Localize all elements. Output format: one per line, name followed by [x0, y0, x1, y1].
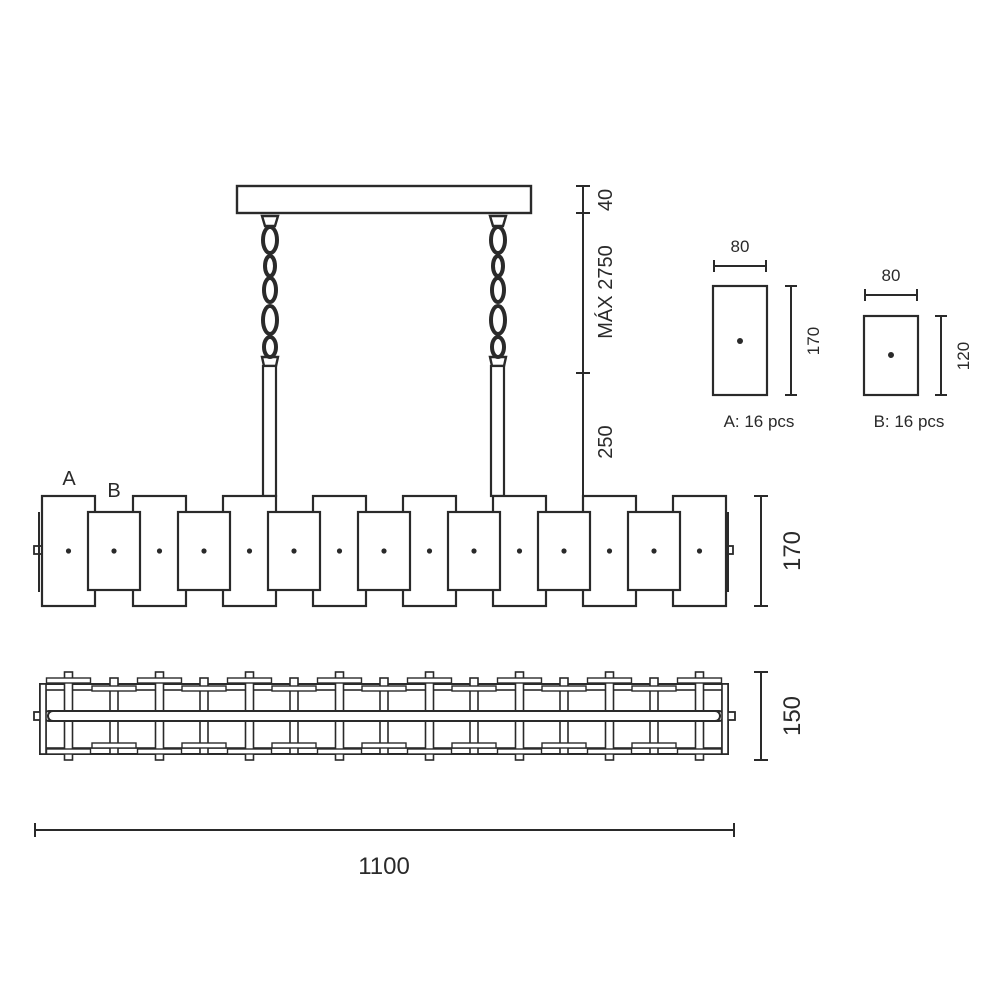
top-panel-flange	[361, 685, 407, 692]
total-length-label: 1100	[358, 853, 410, 880]
top-center-rod-front	[47, 710, 721, 722]
panel-b-center-dot	[888, 352, 894, 358]
vertical-drop-dimension	[576, 185, 590, 521]
panel-b-front-dot	[651, 548, 657, 554]
top-panel-flange	[361, 742, 407, 749]
panel-b-front-dot	[291, 548, 297, 554]
top-panel-flange	[181, 685, 227, 692]
panel-b-front-dot	[471, 548, 477, 554]
top-panel-flange	[676, 677, 723, 684]
panel-a-front-dot	[336, 548, 343, 554]
top-panel-flange	[451, 742, 497, 749]
top-panel-flange	[226, 677, 273, 684]
top-frame-side-left	[39, 683, 47, 755]
canopy-height-label: 40	[595, 189, 617, 211]
top-panel-flange	[91, 685, 137, 692]
total-length-dimension	[34, 823, 735, 837]
panel-a-height-label: 170	[804, 327, 823, 355]
top-panel-flange	[316, 748, 363, 755]
panel-b-front-dot	[111, 548, 117, 554]
top-panel-flange	[226, 748, 273, 755]
panel-b-front-dot	[381, 548, 387, 554]
panel-b-label: B	[107, 480, 120, 502]
panel-a-center-dot	[737, 338, 743, 344]
right-suspension-rod	[489, 364, 506, 498]
top-panel-flange	[316, 677, 363, 684]
panel-a-front-dot	[516, 548, 523, 554]
panel-b-front-dot	[561, 548, 567, 554]
top-panel-flange	[586, 748, 633, 755]
panel-a-front-dot	[696, 548, 703, 554]
panel-a-front-dot	[426, 548, 433, 554]
panel-a-front-dot	[246, 548, 253, 554]
body-depth-dimension	[754, 671, 768, 761]
top-panel-flange	[406, 677, 453, 684]
panel-b-front	[266, 510, 322, 592]
top-panel-flange	[451, 685, 497, 692]
top-panel-flange	[271, 685, 317, 692]
top-panel-flange	[45, 677, 92, 684]
top-panel-flange	[181, 742, 227, 749]
top-panel-flange	[91, 742, 137, 749]
body-height-label: 170	[779, 531, 806, 571]
panel-b-front-dot	[201, 548, 207, 554]
panel-a-caption: A: 16 pcs	[724, 412, 795, 431]
body-height-dimension	[754, 495, 768, 607]
top-panel-flange	[136, 748, 183, 755]
top-panel-flange	[541, 742, 587, 749]
panel-b-width-label: 80	[882, 266, 901, 285]
top-panel-flange	[496, 677, 543, 684]
top-panel-flange	[631, 685, 677, 692]
top-panel-flange	[136, 677, 183, 684]
front-elevation-panels	[33, 494, 734, 608]
max-drop-label: MÁX 2750	[594, 245, 617, 338]
rod-length-label: 250	[595, 425, 617, 458]
ceiling-canopy	[235, 184, 533, 215]
panel-a-label: A	[62, 468, 76, 490]
top-panel-flange	[631, 742, 677, 749]
panel-b-caption: B: 16 pcs	[874, 412, 945, 431]
panel-b-detail	[862, 289, 947, 397]
top-view-frame	[33, 671, 736, 761]
panel-a-front-dot	[156, 548, 163, 554]
top-frame-side-right	[721, 683, 729, 755]
top-panel-flange	[541, 685, 587, 692]
body-depth-label: 150	[779, 696, 806, 736]
top-panel-flange	[676, 748, 723, 755]
panel-a-front-dot	[65, 548, 72, 554]
top-panel-flange	[586, 677, 633, 684]
top-panel-flange	[406, 748, 453, 755]
panel-a-width-label: 80	[731, 237, 750, 256]
left-suspension-chain	[260, 214, 280, 368]
top-panel-flange	[496, 748, 543, 755]
panel-a-detail	[711, 260, 797, 397]
top-panel-flange	[271, 742, 317, 749]
right-suspension-chain	[488, 214, 508, 368]
panel-b-height-label: 120	[954, 342, 973, 370]
left-suspension-rod	[261, 364, 278, 498]
panel-a-front-dot	[606, 548, 613, 554]
top-panel-flange	[45, 748, 92, 755]
